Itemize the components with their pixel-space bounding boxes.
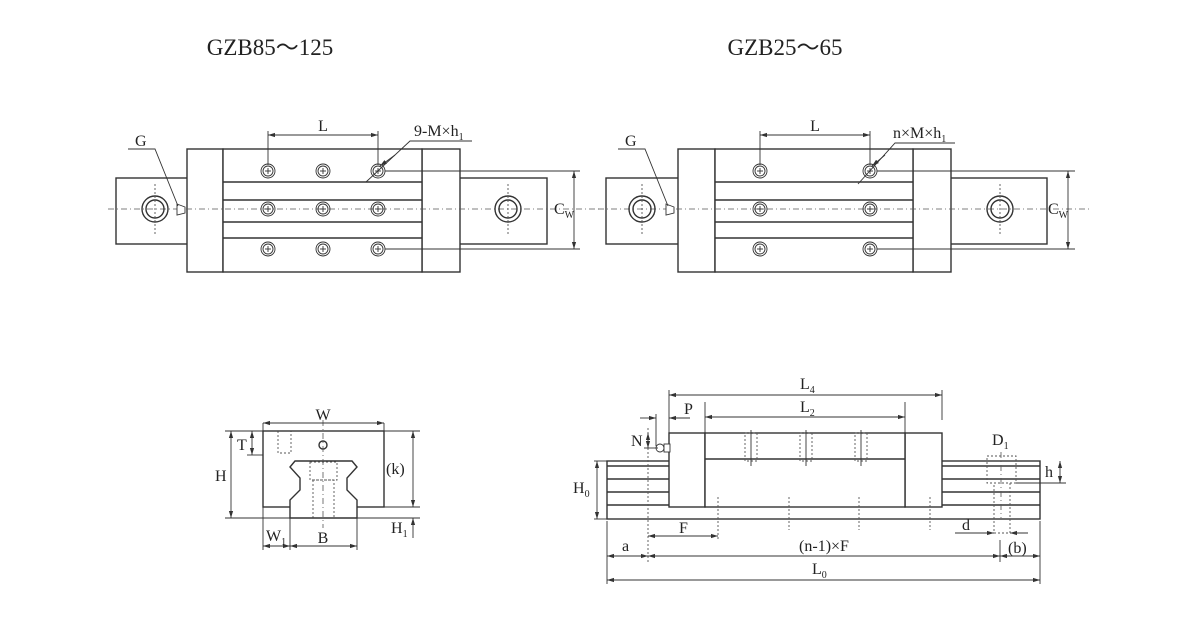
cross-section-view: W H T (k) H1 W1 B: [215, 407, 420, 550]
label-G: G: [625, 133, 637, 150]
label-k: (k): [386, 461, 405, 478]
rail-profile: [289, 460, 358, 519]
label-hole-spec: n×M×h1: [893, 125, 946, 145]
end-cap-right: [904, 432, 943, 508]
end-cap-left: [186, 148, 224, 273]
label-L0: L0: [812, 561, 827, 581]
block-body: [222, 148, 423, 273]
label-L4: L4: [800, 376, 815, 396]
label-b: (b): [1008, 540, 1027, 557]
tapped-holes: [744, 430, 868, 466]
side-view: L4 L2 P N H0 D1 h d F a (n-1)×F (b): [573, 376, 1066, 584]
end-cap-left: [677, 148, 716, 273]
top-view-right: L n×M×h1 G CW: [598, 118, 1090, 273]
end-cap-right: [421, 148, 461, 273]
label-P: P: [684, 401, 693, 418]
label-L: L: [318, 118, 328, 135]
label-T: T: [237, 437, 247, 454]
label-D1: D1: [992, 432, 1009, 452]
label-W1: W1: [266, 528, 286, 548]
label-n-minus-1-F: (n-1)×F: [799, 538, 849, 555]
grease-nipple: [176, 203, 186, 216]
end-cap-left: [668, 432, 706, 508]
block-body: [714, 148, 914, 273]
label-B: B: [318, 530, 329, 547]
label-hole-spec: 9-M×h1: [414, 123, 464, 143]
label-H1: H1: [391, 520, 408, 540]
tapped-hole: [277, 430, 292, 454]
label-G: G: [135, 133, 147, 150]
title-gzb85-125: GZB85～125: [207, 35, 334, 60]
label-W: W: [315, 407, 331, 424]
label-h: h: [1045, 464, 1053, 481]
label-Cw: CW: [1048, 201, 1069, 221]
label-a: a: [622, 538, 629, 555]
end-cap-right: [912, 148, 952, 273]
top-view-left: L 9-M×h1 G CW: [108, 118, 600, 273]
label-L2: L2: [800, 399, 815, 419]
title-gzb25-65: GZB25～65: [728, 35, 843, 60]
label-L: L: [810, 118, 820, 135]
label-d: d: [962, 517, 970, 534]
block-body: [704, 432, 906, 508]
grease-nipple: [665, 203, 675, 216]
label-H: H: [215, 468, 227, 485]
label-Cw: CW: [554, 201, 575, 221]
label-N: N: [631, 433, 643, 450]
label-F: F: [679, 520, 688, 537]
label-H0: H0: [573, 480, 590, 500]
